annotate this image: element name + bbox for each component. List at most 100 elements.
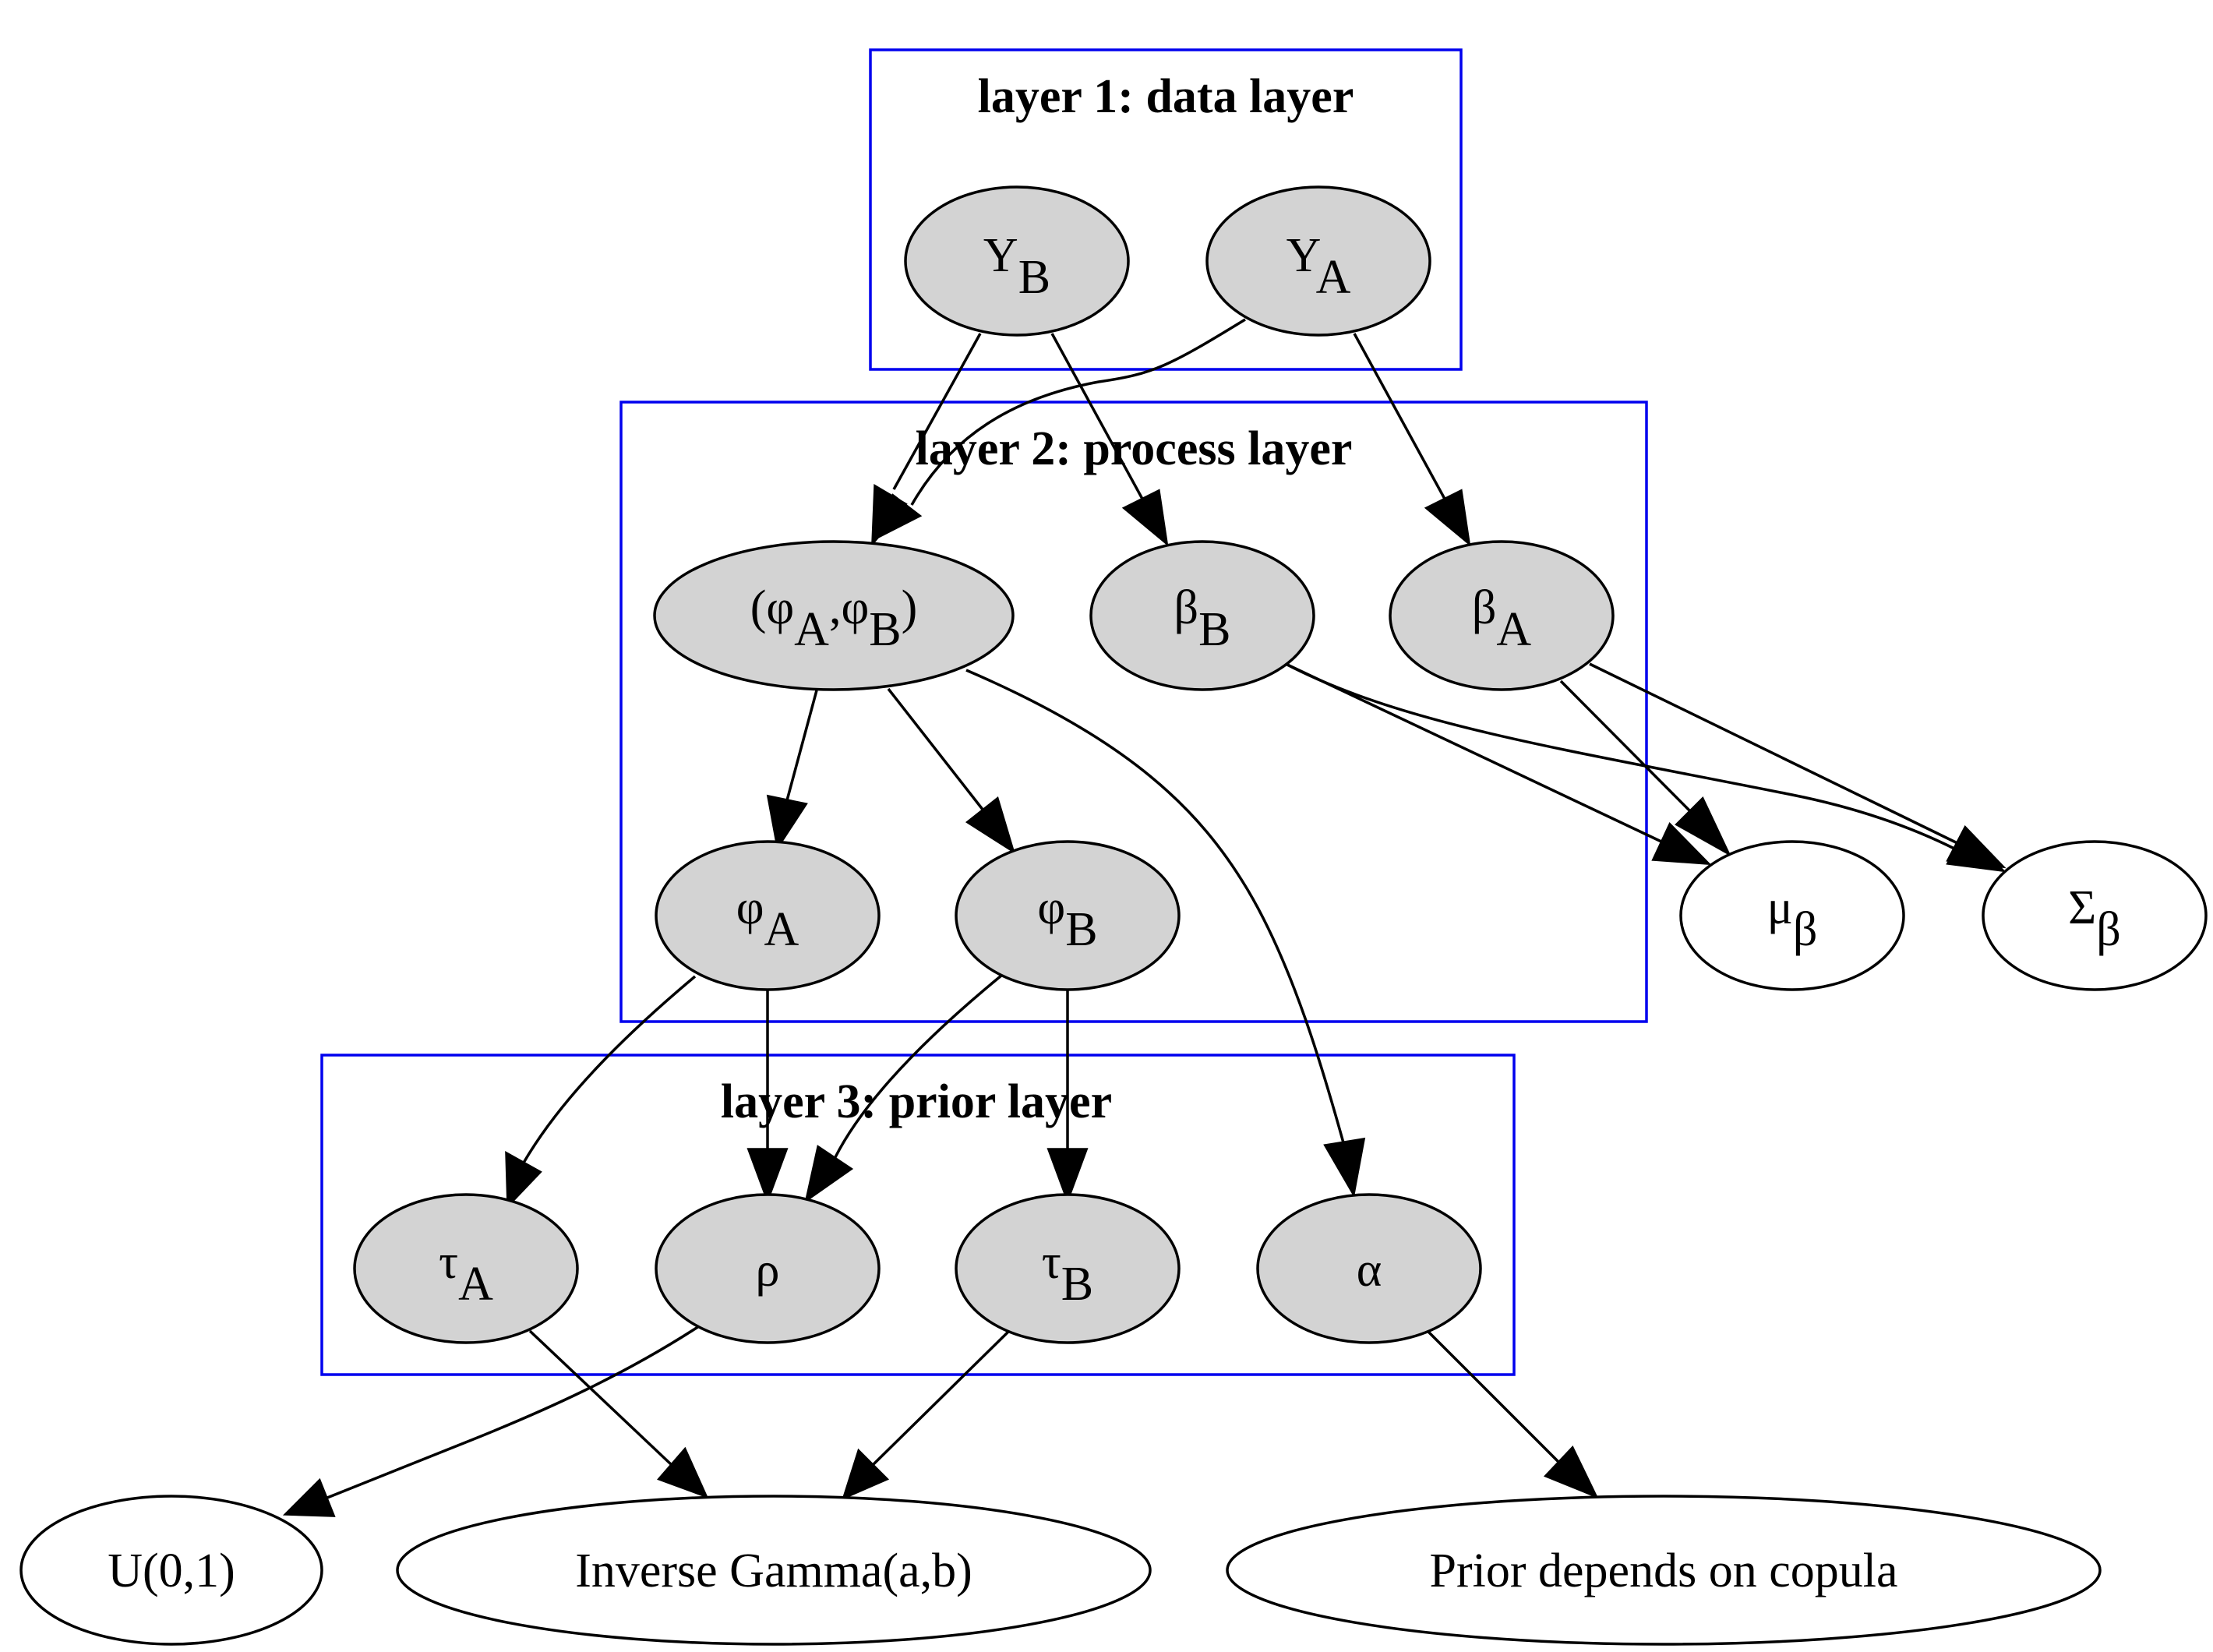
node-tau-b-base: τ [1042, 1236, 1061, 1289]
node-alpha-label: α [1357, 1244, 1382, 1297]
edge-tau-b-to-inv-gamma [842, 1329, 1011, 1501]
node-phi-a-base: φ [736, 881, 764, 934]
node-phi-joint-sub1: A [794, 603, 829, 656]
node-y-a-base: Y [1287, 229, 1321, 282]
edge-beta-a-to-sigma-beta [1589, 662, 2007, 869]
node-beta-b-base: β [1174, 581, 1199, 634]
node-mu-beta: μβ [1679, 840, 1905, 991]
node-phi-joint-comma: , [829, 581, 842, 634]
node-mu-beta-shape [1679, 840, 1905, 991]
node-y-a: YA [1205, 185, 1431, 337]
edge-phi-joint-to-alpha [965, 669, 1366, 1198]
edge-beta-a-to-mu-beta-arrow [1675, 796, 1731, 857]
cluster-data-layer: layer 1: data layer [869, 48, 1463, 371]
node-mu-beta-base: μ [1767, 881, 1793, 934]
edge-tau-b-to-inv-gamma-arrow [842, 1448, 890, 1501]
node-y-b-label: YB [983, 229, 1050, 304]
cluster-prior-layer-border [320, 1054, 1516, 1376]
node-phi-b-shape [955, 840, 1181, 991]
node-phi-joint-phi2: φ [841, 581, 869, 634]
edge-beta-a-to-mu-beta-line [1559, 680, 1691, 812]
edge-yb-to-beta-b-arrow [1121, 489, 1169, 547]
edge-phi-a-to-tau-a-line [522, 975, 697, 1163]
cluster-process-layer-border [619, 401, 1648, 1023]
edge-ya-to-beta-a-arrow [1424, 489, 1471, 547]
edge-phi-b-to-tau-b [1046, 988, 1089, 1205]
node-uniform-label: U(0,1) [108, 1544, 235, 1597]
edge-yb-to-beta-b-line [1050, 333, 1145, 501]
node-tau-b-shape [955, 1193, 1181, 1344]
edge-beta-b-to-sigma-beta-line [1285, 662, 1957, 851]
node-y-a-label: YA [1287, 229, 1351, 304]
edge-ya-to-beta-a [1353, 333, 1471, 547]
node-rho-shape [655, 1193, 881, 1344]
cluster-prior-layer: layer 3: prior layer [320, 1054, 1516, 1376]
node-phi-joint-label: (φA,φB) [750, 581, 918, 656]
edge-beta-b-to-mu-beta-arrow [1651, 821, 1712, 866]
node-inv-gamma: Inverse Gamma(a,b) [396, 1495, 1152, 1646]
edge-beta-b-to-mu-beta-line [1285, 662, 1662, 843]
node-phi-joint: (φA,φB) [653, 540, 1015, 691]
node-sigma-beta: Σβ [1982, 840, 2208, 991]
node-y-a-shape [1205, 185, 1431, 337]
node-rho-label: ρ [756, 1244, 780, 1297]
edge-yb-to-beta-b [1050, 333, 1169, 547]
node-phi-a: φA [655, 840, 881, 991]
node-tau-a-base: τ [439, 1236, 458, 1289]
cluster-process-layer: layer 2: process layer [619, 401, 1648, 1023]
node-inv-gamma-shape [396, 1495, 1152, 1646]
node-phi-b-label: φB [1037, 881, 1097, 956]
edge-phi-joint-to-phi-b [887, 687, 1016, 855]
edge-ya-to-phi-joint-arrow [874, 493, 923, 541]
edge-alpha-to-prior-copula-line [1426, 1329, 1560, 1463]
edge-phi-a-to-tau-a-arrow [505, 1150, 542, 1209]
node-prior-copula: Prior depends on copula [1226, 1495, 2102, 1646]
node-phi-joint-close: ) [902, 581, 918, 634]
node-beta-b-shape [1089, 540, 1315, 691]
node-uniform-shape [19, 1495, 323, 1646]
node-phi-b-sub: B [1065, 903, 1097, 956]
edge-tau-a-to-inv-gamma [528, 1329, 709, 1499]
cluster-prior-layer-title: layer 3: prior layer [721, 1075, 1112, 1128]
edge-phi-joint-to-phi-a-arrow [766, 794, 808, 851]
edge-alpha-to-prior-copula-arrow [1543, 1445, 1599, 1499]
node-mu-beta-sub: β [1793, 903, 1818, 956]
edge-beta-a-to-sigma-beta-arrow [1946, 825, 2007, 869]
node-tau-b: τB [955, 1193, 1181, 1344]
edge-alpha-to-prior-copula [1426, 1329, 1599, 1499]
node-inv-gamma-label: Inverse Gamma(a,b) [575, 1544, 972, 1597]
edge-yb-to-phi-joint-line [892, 333, 982, 490]
node-beta-b-label: βB [1174, 581, 1231, 656]
node-y-b: YB [904, 185, 1130, 337]
edge-phi-joint-to-phi-b-arrow [965, 796, 1016, 855]
node-sigma-beta-label: Σβ [2068, 881, 2121, 956]
cluster-data-layer-border [869, 48, 1463, 371]
edge-tau-a-to-inv-gamma-arrow [657, 1446, 709, 1499]
edge-phi-a-to-rho-arrow [746, 1148, 789, 1205]
node-phi-a-shape [655, 840, 881, 991]
edge-rho-to-uniform-arrow [282, 1477, 336, 1517]
node-phi-joint-shape [653, 540, 1015, 691]
edge-phi-b-to-rho-arrow [804, 1145, 854, 1204]
node-beta-a-sub: A [1496, 603, 1531, 656]
edge-phi-b-to-tau-b-arrow [1046, 1148, 1089, 1205]
node-phi-joint-open: ( [750, 581, 767, 634]
edge-phi-joint-to-alpha-line [965, 669, 1346, 1146]
cluster-data-layer-title: layer 1: data layer [978, 70, 1354, 123]
node-phi-b-base: φ [1037, 881, 1065, 934]
node-rho: ρ [655, 1193, 881, 1344]
node-prior-copula-shape [1226, 1495, 2102, 1646]
node-tau-b-sub: B [1061, 1258, 1093, 1311]
edge-tau-b-to-inv-gamma-line [871, 1329, 1011, 1467]
edge-rho-to-uniform [282, 1325, 700, 1517]
node-beta-a-shape [1389, 540, 1615, 691]
node-tau-a-shape [353, 1193, 579, 1344]
edges [282, 318, 2007, 1517]
edge-ya-to-beta-a-line [1353, 333, 1447, 501]
edge-phi-joint-to-phi-b-line [887, 687, 985, 812]
edge-ya-to-phi-joint [874, 318, 1246, 541]
node-tau-a-label: τA [439, 1236, 493, 1311]
node-tau-a-sub: A [458, 1258, 493, 1311]
node-beta-a-base: β [1472, 581, 1497, 634]
